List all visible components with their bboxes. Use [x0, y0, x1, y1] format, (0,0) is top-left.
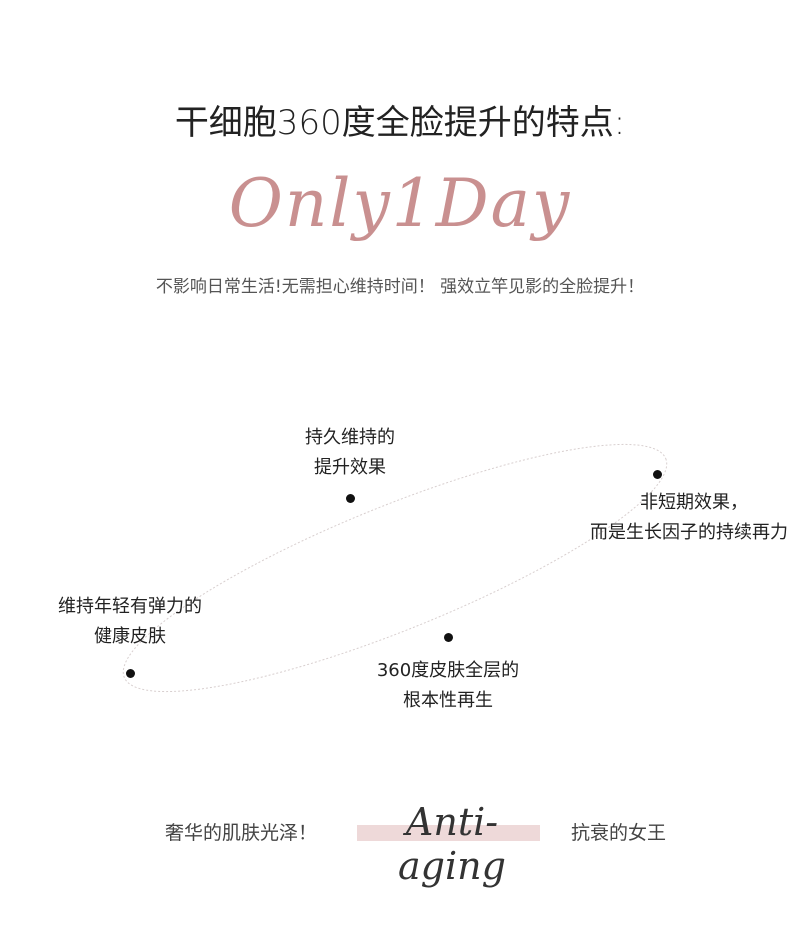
feature-dot — [126, 669, 135, 678]
page-title: 干细胞360度全脸提升的特点: — [174, 103, 626, 143]
highlight-bar — [357, 825, 540, 841]
feature-line: 维持年轻有弹力的 — [58, 596, 202, 617]
feature-label-1: 持久维持的 提升效果 — [250, 423, 450, 483]
bottom-text-right: 抗衰的女王 — [571, 822, 667, 844]
feature-line: 而是生长因子的持续再力 — [590, 522, 788, 543]
bottom-text-left: 奢华的肌肤光泽！ — [165, 822, 318, 844]
feature-dot — [444, 633, 453, 642]
feature-dot — [653, 470, 662, 479]
feature-dot — [346, 494, 355, 503]
feature-label-3: 维持年轻有弹力的 健康皮肤 — [20, 592, 240, 652]
feature-line: 健康皮肤 — [94, 626, 166, 647]
feature-line: 根本性再生 — [403, 690, 493, 711]
script-heading: Only1Day — [228, 165, 572, 242]
feature-label-4: 360度皮肤全层的 根本性再生 — [348, 656, 548, 716]
feature-line: 提升效果 — [314, 457, 386, 478]
feature-label-2: 非短期效果， 而是生长因子的持续再力 — [508, 488, 788, 548]
subtitle: 不影响日常生活!无需担心维持时间！ 强效立竿见影的全脸提升！ — [155, 277, 645, 297]
anti-aging-script: Anti-aging — [398, 800, 506, 888]
feature-line: 非短期效果， — [640, 492, 748, 513]
feature-line: 持久维持的 — [305, 427, 395, 448]
feature-line: 360度皮肤全层的 — [376, 660, 520, 681]
